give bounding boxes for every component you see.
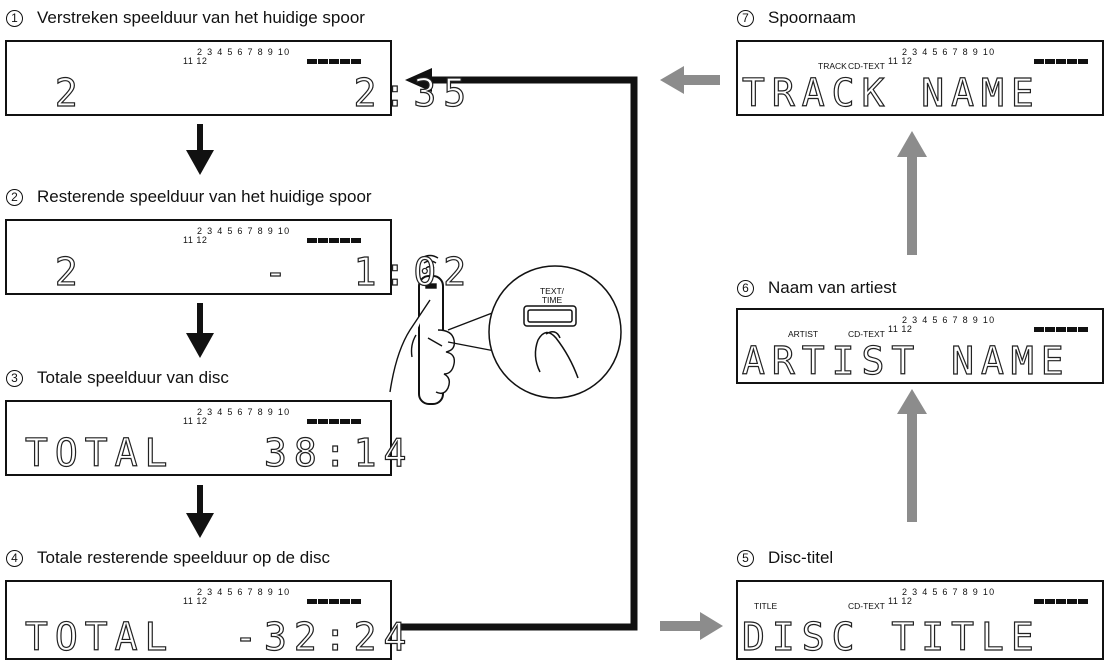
step-3-label: 3 Totale speelduur van disc [6,368,229,388]
lcd-text: DISC TITLE [741,615,1041,659]
level-blocks [307,59,361,64]
grey-arrow-7-to-loop [660,66,720,94]
lcd-text: TOTAL 38:14 [24,431,414,475]
step-number: 7 [737,9,754,27]
step-1-label: 1 Verstreken speelduur van het huidige s… [6,8,365,28]
lcd-text: 2 2:35 [25,71,474,115]
tag-cd-text: CD-TEXT [848,61,885,71]
step-number: 5 [737,549,754,567]
step-title: Disc-titel [768,548,834,567]
step-title: Spoornaam [768,8,856,27]
tag-title: TITLE [754,601,778,611]
level-blocks [1034,327,1088,332]
lcd-text: ARTIST NAME [741,339,1071,383]
step-5-label: 5 Disc-titel [737,548,833,568]
step-7-label: 7 Spoornaam [737,8,856,28]
grey-arrow-4-to-5 [660,612,723,640]
step-number: 3 [6,369,23,387]
remote-control-illustration [389,254,501,405]
step-title: Verstreken speelduur van het huidige spo… [37,8,365,27]
step-number: 1 [6,9,23,27]
step-number: 6 [737,279,754,297]
step-title: Totale speelduur van disc [37,368,229,387]
lcd-text: TRACK NAME [741,71,1041,115]
arrow-down-2-3 [186,303,214,358]
level-blocks [307,419,361,424]
grey-arrow-6-to-7 [897,131,927,255]
level-blocks [1034,59,1088,64]
step-number: 2 [6,188,23,206]
level-blocks [307,599,361,604]
tag-cd-text: CD-TEXT [848,601,885,611]
level-blocks [307,238,361,243]
level-blocks [1034,599,1088,604]
step-number: 4 [6,549,23,567]
step-title: Totale resterende speelduur op de disc [37,548,330,567]
loop-arrow-4-to-1 [400,76,638,631]
button-magnifier [488,265,622,399]
lcd-text: 2 - 1:02 [25,250,474,294]
step-title: Naam van artiest [768,278,897,297]
step-title: Resterende speelduur van het huidige spo… [37,187,372,206]
arrow-down-1-2 [186,124,214,175]
button-label: TEXT/TIME [540,286,565,305]
tag-track: TRACK [818,61,847,71]
lcd-text: TOTAL -32:24 [24,615,414,659]
tag-artist: ARTIST [788,329,819,339]
step-4-label: 4 Totale resterende speelduur op de disc [6,548,330,568]
step-6-label: 6 Naam van artiest [737,278,897,298]
step-2-label: 2 Resterende speelduur van het huidige s… [6,187,372,207]
arrow-down-3-4 [186,485,214,538]
loop-arrowhead [405,68,432,92]
grey-arrow-5-to-6 [897,389,927,522]
tag-cd-text: CD-TEXT [848,329,885,339]
